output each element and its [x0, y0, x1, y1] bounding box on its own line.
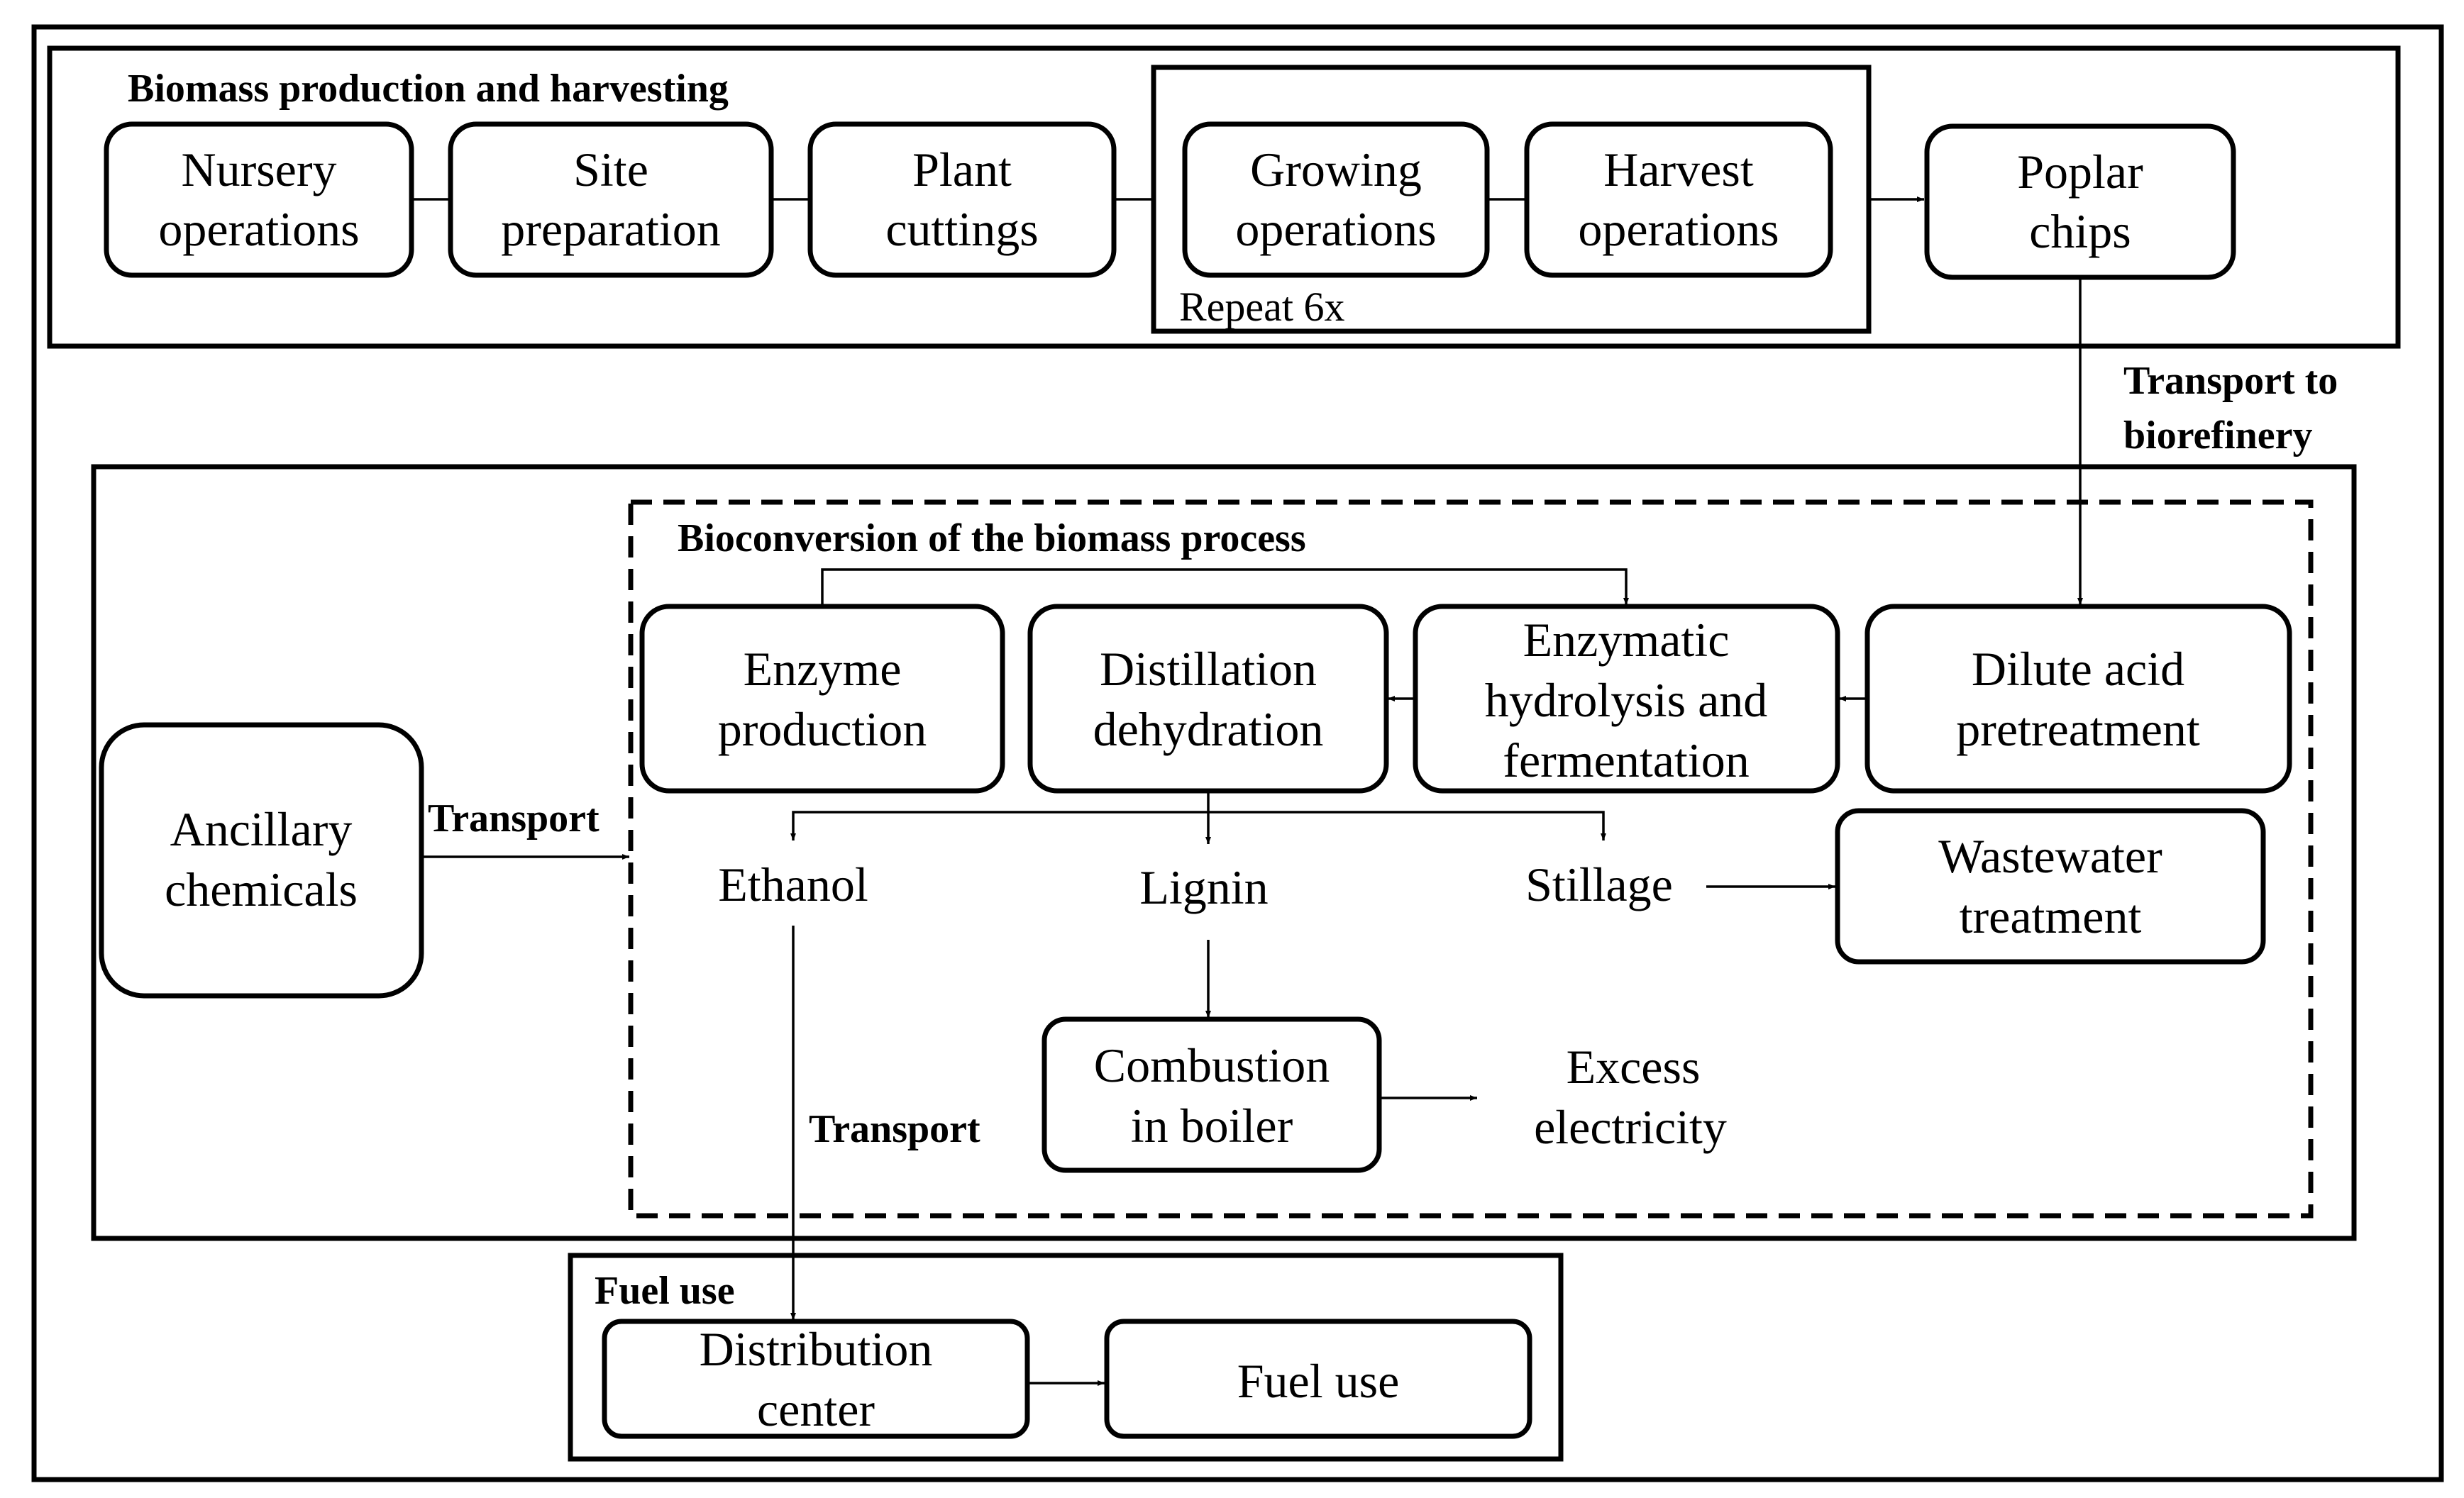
- svg-text:chemicals: chemicals: [165, 862, 358, 916]
- node-plant-cuttings: Plant cuttings: [807, 121, 1117, 278]
- edge-label-transport-to-biorefinery: Transport to biorefinery: [2123, 359, 2338, 457]
- fuel-use-group-title: Fuel use: [595, 1269, 735, 1313]
- svg-text:Fuel use: Fuel use: [1237, 1354, 1400, 1408]
- svg-text:Excess: Excess: [1567, 1040, 1701, 1094]
- svg-text:chips: chips: [2029, 204, 2131, 258]
- svg-text:Enzymatic: Enzymatic: [1523, 613, 1730, 667]
- svg-text:Distribution: Distribution: [700, 1322, 933, 1376]
- biomass-production-group: [47, 45, 2401, 349]
- label-lignin: Lignin: [1139, 860, 1268, 914]
- node-poplar-chips: Poplar chips: [1924, 123, 2236, 280]
- svg-text:production: production: [718, 702, 927, 756]
- svg-text:Harvest: Harvest: [1603, 143, 1754, 196]
- svg-text:pretreatment: pretreatment: [1956, 702, 2200, 756]
- svg-text:fermentation: fermentation: [1503, 733, 1749, 787]
- biorefinery-frame: [91, 464, 2357, 1241]
- svg-text:operations: operations: [1578, 202, 1779, 256]
- node-harvest-operations: Harvest operations: [1524, 121, 1833, 278]
- node-enzyme-production: Enzyme production: [639, 604, 1005, 794]
- node-ancillary-chemicals: Ancillary chemicals: [99, 722, 424, 999]
- svg-text:Site: Site: [573, 143, 648, 196]
- svg-text:Enzyme: Enzyme: [744, 642, 902, 696]
- svg-text:cuttings: cuttings: [885, 202, 1038, 256]
- node-enzymatic-hydrolysis-fermentation: Enzymatic hydrolysis and fermentation: [1413, 604, 1840, 794]
- fuel-use-group: [568, 1253, 1564, 1462]
- node-distribution-center: Distribution center: [602, 1319, 1030, 1439]
- svg-text:dehydration: dehydration: [1093, 702, 1324, 756]
- svg-text:Dilute acid: Dilute acid: [1972, 642, 2184, 696]
- svg-text:biorefinery: biorefinery: [2123, 414, 2312, 457]
- svg-text:Transport to: Transport to: [2123, 359, 2338, 403]
- node-wastewater-treatment: Wastewater treatment: [1835, 808, 2266, 965]
- arrow-distillation-to-stillage: [1208, 811, 1606, 840]
- svg-text:hydrolysis and: hydrolysis and: [1485, 673, 1768, 727]
- svg-text:Combustion: Combustion: [1094, 1038, 1330, 1092]
- node-site-preparation: Site preparation: [448, 121, 774, 278]
- bioconversion-group: [628, 499, 2314, 1219]
- svg-text:Nursery: Nursery: [181, 143, 336, 196]
- label-ethanol: Ethanol: [718, 858, 868, 911]
- node-combustion-in-boiler: Combustion in boiler: [1042, 1016, 1382, 1173]
- bioconversion-group-title: Bioconversion of the biomass process: [678, 516, 1306, 560]
- svg-text:preparation: preparation: [501, 202, 721, 256]
- node-dilute-acid-pretreatment: Dilute acid pretreatment: [1864, 604, 2292, 794]
- edge-label-transport-ethanol: Transport: [809, 1107, 980, 1151]
- node-nursery-operations: Nursery operations: [104, 121, 414, 278]
- label-stillage: Stillage: [1525, 858, 1673, 911]
- svg-text:center: center: [757, 1382, 875, 1436]
- svg-text:treatment: treatment: [1960, 889, 2142, 943]
- node-fuel-use: Fuel use: [1104, 1319, 1532, 1439]
- edge-label-transport-ancillary: Transport: [428, 797, 600, 840]
- biomass-group-title: Biomass production and harvesting: [128, 67, 729, 111]
- svg-text:Poplar: Poplar: [2017, 145, 2143, 199]
- svg-text:Ancillary: Ancillary: [170, 802, 353, 856]
- node-distillation-dehydration: Distillation dehydration: [1027, 604, 1389, 794]
- arrow-enzyme-to-hydrolysis: [821, 568, 1629, 606]
- svg-text:Growing: Growing: [1250, 143, 1422, 196]
- svg-text:Plant: Plant: [912, 143, 1012, 196]
- repeat-label: Repeat 6x: [1179, 284, 1345, 330]
- svg-text:Distillation: Distillation: [1100, 642, 1317, 696]
- outer-frame: [31, 24, 2444, 1482]
- svg-text:operations: operations: [158, 202, 359, 256]
- label-excess-electricity: Excess electricity: [1534, 1040, 1727, 1154]
- node-growing-operations: Growing operations: [1182, 121, 1490, 278]
- arrow-distillation-to-ethanol: [790, 811, 1208, 840]
- svg-text:operations: operations: [1235, 202, 1436, 256]
- svg-text:in boiler: in boiler: [1131, 1099, 1293, 1153]
- svg-text:Wastewater: Wastewater: [1938, 829, 2162, 883]
- svg-text:electricity: electricity: [1534, 1100, 1727, 1154]
